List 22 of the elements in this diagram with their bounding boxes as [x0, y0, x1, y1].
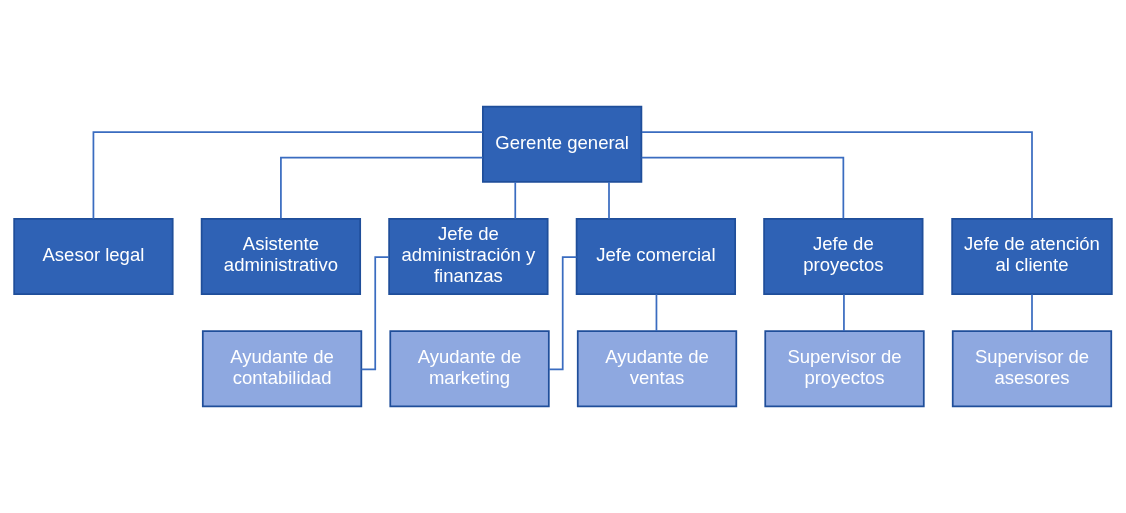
- connector: [640, 131, 1033, 220]
- connector: [640, 156, 845, 220]
- connector: [655, 293, 658, 332]
- node-box: Jefe de administración y finanzas: [388, 218, 549, 295]
- connector: [92, 131, 484, 220]
- connector: [1031, 293, 1033, 332]
- connector: [843, 293, 845, 332]
- node-box: Ayudante de contabilidad: [201, 330, 363, 408]
- node-box: Supervisor de proyectos: [764, 330, 925, 408]
- connector: [608, 181, 610, 220]
- node-box: Gerente general: [482, 105, 643, 183]
- node-box: Jefe comercial: [575, 218, 736, 295]
- node-box: Supervisor de asesores: [951, 330, 1113, 408]
- node-box: Ayudante de marketing: [389, 330, 550, 408]
- node-box: Asesor legal: [13, 218, 174, 295]
- node-box: Asistente administrativo: [200, 218, 362, 295]
- connector: [514, 181, 517, 220]
- connector: [280, 156, 484, 220]
- node-box: Jefe de atención al cliente: [951, 218, 1113, 295]
- node-box: Jefe de proyectos: [763, 218, 924, 295]
- node-box: Ayudante de ventas: [576, 330, 738, 408]
- connector: [548, 256, 578, 371]
